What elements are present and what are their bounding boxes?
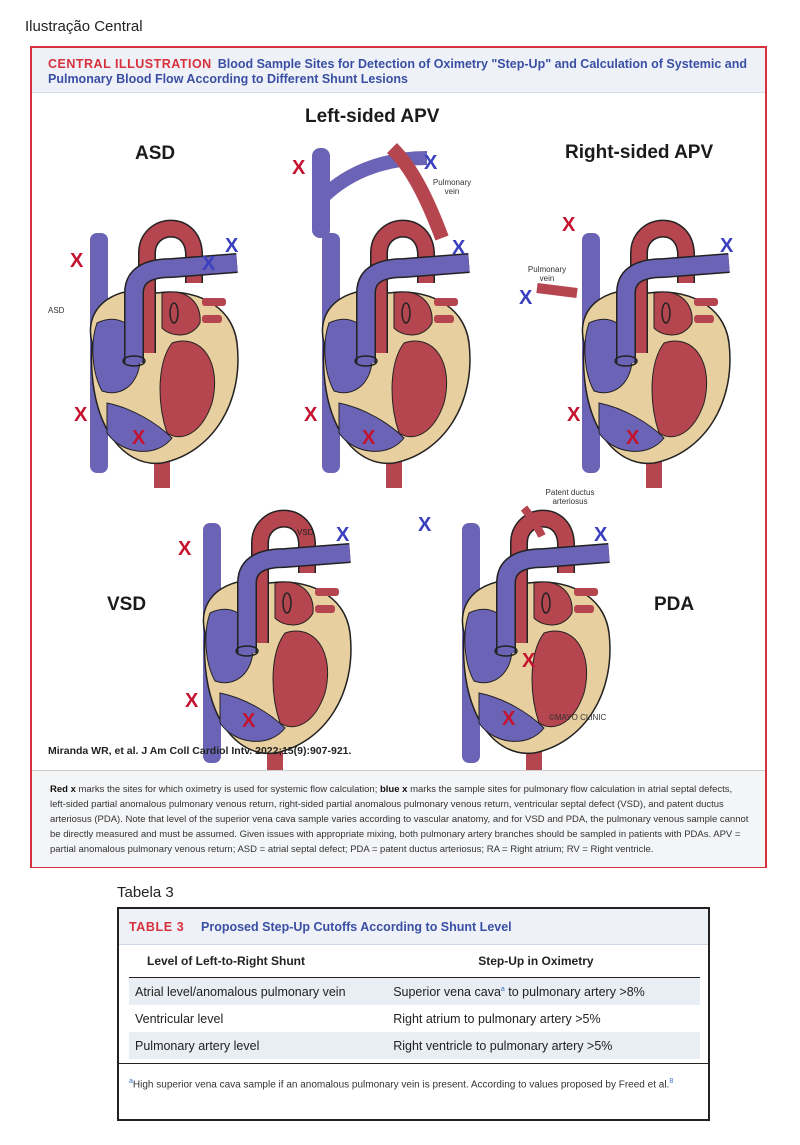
label-vsd: VSD	[297, 528, 314, 537]
cell-level: Ventricular level	[135, 1011, 224, 1026]
central-illustration-title: CENTRAL ILLUSTRATION Blood Sample Sites f…	[48, 57, 747, 71]
table-footnote-area: aHigh superior vena cava sample if an an…	[119, 1063, 708, 1120]
red-x-pda-rv: X	[522, 650, 536, 672]
cell-level: Atrial level/anomalous pulmonary vein	[129, 977, 394, 1005]
red-x-rapv-svc: X	[562, 214, 576, 236]
central-illustration-header: CENTRAL ILLUSTRATION Blood Sample Sites f…	[32, 48, 765, 93]
red-x-asd-svc: X	[70, 250, 84, 272]
red-x-lapv-svc: X	[292, 157, 306, 179]
anomalous-pulmonary-vein	[386, 143, 449, 241]
heart-diagrams	[32, 143, 765, 770]
red-x-rapv-ivc: X	[567, 404, 581, 426]
red-x-vsd-svc: X	[178, 538, 192, 560]
step-up-table: Level of Left-to-Right Shunt Step-Up in …	[129, 945, 700, 1059]
header-step-up: Step-Up in Oximetry	[393, 945, 700, 978]
legend-red-text: marks the sites for which oximetry is us…	[75, 784, 380, 795]
table-row: Ventricular level Right atrium to pulmon…	[129, 1005, 700, 1032]
cell-step-up: Right ventricle to pulmonary artery >5%	[393, 1032, 700, 1059]
table-row: Pulmonary artery level Right ventricle t…	[129, 1032, 700, 1059]
blue-x-vsd-pa: X	[336, 524, 350, 546]
panel-label-right-apv: Right-sided APV	[565, 142, 714, 163]
panel-label-asd: ASD	[135, 143, 176, 164]
blue-x-rapv-vein: X	[519, 287, 533, 309]
legend-area: Red x marks the sites for which oximetry…	[32, 770, 765, 867]
heart-diagram-asd	[90, 229, 238, 488]
red-x-asd-aorta: X	[132, 427, 146, 449]
red-x-vsd-ivc: X	[185, 690, 199, 712]
cell-step-up: Right atrium to pulmonary artery >5%	[393, 1011, 601, 1026]
innominate-vein	[317, 151, 428, 204]
patent-ductus	[520, 505, 546, 538]
red-x-asd-ivc: X	[74, 404, 88, 426]
table-footnote: aHigh superior vena cava sample if an an…	[129, 1078, 674, 1091]
heart-diagram-right-apv	[582, 229, 730, 488]
label-patent-ductus: Patent ductus arteriosus	[545, 488, 595, 506]
label-pulmonary-vein-left: Pulmonary vein	[432, 178, 472, 196]
red-x-lapv-aorta: X	[362, 427, 376, 449]
blue-x-pda-svc: X	[418, 514, 432, 536]
red-x-rapv-aorta: X	[626, 427, 640, 449]
table-row: Atrial level/anomalous pulmonary vein Su…	[129, 977, 700, 1005]
table-header-row: Level of Left-to-Right Shunt Step-Up in …	[129, 945, 700, 978]
cell-step-up: Superior vena cavaa to pulmonary artery …	[393, 977, 700, 1005]
central-illustration-frame: CENTRAL ILLUSTRATION Blood Sample Sites f…	[30, 46, 767, 868]
red-x-vsd-aorta: X	[242, 710, 256, 732]
heart-diagram-left-apv	[322, 229, 470, 488]
panel-label-pda: PDA	[654, 594, 695, 615]
blue-x-asd-1: X	[225, 235, 239, 257]
red-x-lapv-ivc: X	[304, 404, 318, 426]
table-3: TABLE 3 Proposed Step-Up Cutoffs Accordi…	[117, 907, 710, 1121]
red-x-pda-aorta: X	[502, 708, 516, 730]
table-label: TABLE 3	[129, 920, 185, 934]
heart-diagram-pda	[462, 519, 610, 770]
title-line-2: Pulmonary Blood Flow According to Differ…	[48, 72, 408, 86]
label-asd-arrow: ASD	[48, 306, 65, 315]
panel-label-vsd: VSD	[107, 594, 147, 615]
label-copyright: ©MAYO CLINIC	[549, 713, 607, 722]
panel-label-left-apv: Left-sided APV	[305, 106, 440, 127]
central-illustration-label: CENTRAL ILLUSTRATION	[48, 57, 212, 71]
top-caption: Ilustração Central	[25, 18, 143, 35]
citation: Miranda WR, et al. J Am Coll Cardiol Int…	[48, 745, 352, 757]
blue-x-asd-2: X	[202, 253, 216, 275]
right-pulmonary-vein-stub	[536, 283, 578, 298]
legend-red-bold: Red x	[50, 784, 76, 795]
table-title: Proposed Step-Up Cutoffs According to Sh…	[201, 920, 512, 934]
legend-blue-bold: blue x	[379, 784, 408, 795]
blue-x-rapv-pa: X	[720, 235, 734, 257]
legend-blue-text: marks the sample sites for pulmonary flo…	[50, 784, 749, 855]
cell-level: Pulmonary artery level	[129, 1032, 394, 1059]
header-level: Level of Left-to-Right Shunt	[129, 945, 394, 978]
legend-text: Red x marks the sites for which oximetry…	[50, 782, 750, 857]
table-caption: Tabela 3	[117, 884, 174, 901]
blue-x-pda-pa: X	[594, 524, 608, 546]
table-title-bar: TABLE 3 Proposed Step-Up Cutoffs Accordi…	[119, 909, 708, 945]
title-line-1: Blood Sample Sites for Detection of Oxim…	[217, 57, 748, 71]
blue-x-lapv-vein: X	[424, 152, 438, 174]
label-pulmonary-vein-right: Pulmonary vein	[527, 265, 567, 283]
blue-x-lapv-pa: X	[452, 237, 466, 259]
heart-diagram-vsd	[203, 519, 351, 770]
